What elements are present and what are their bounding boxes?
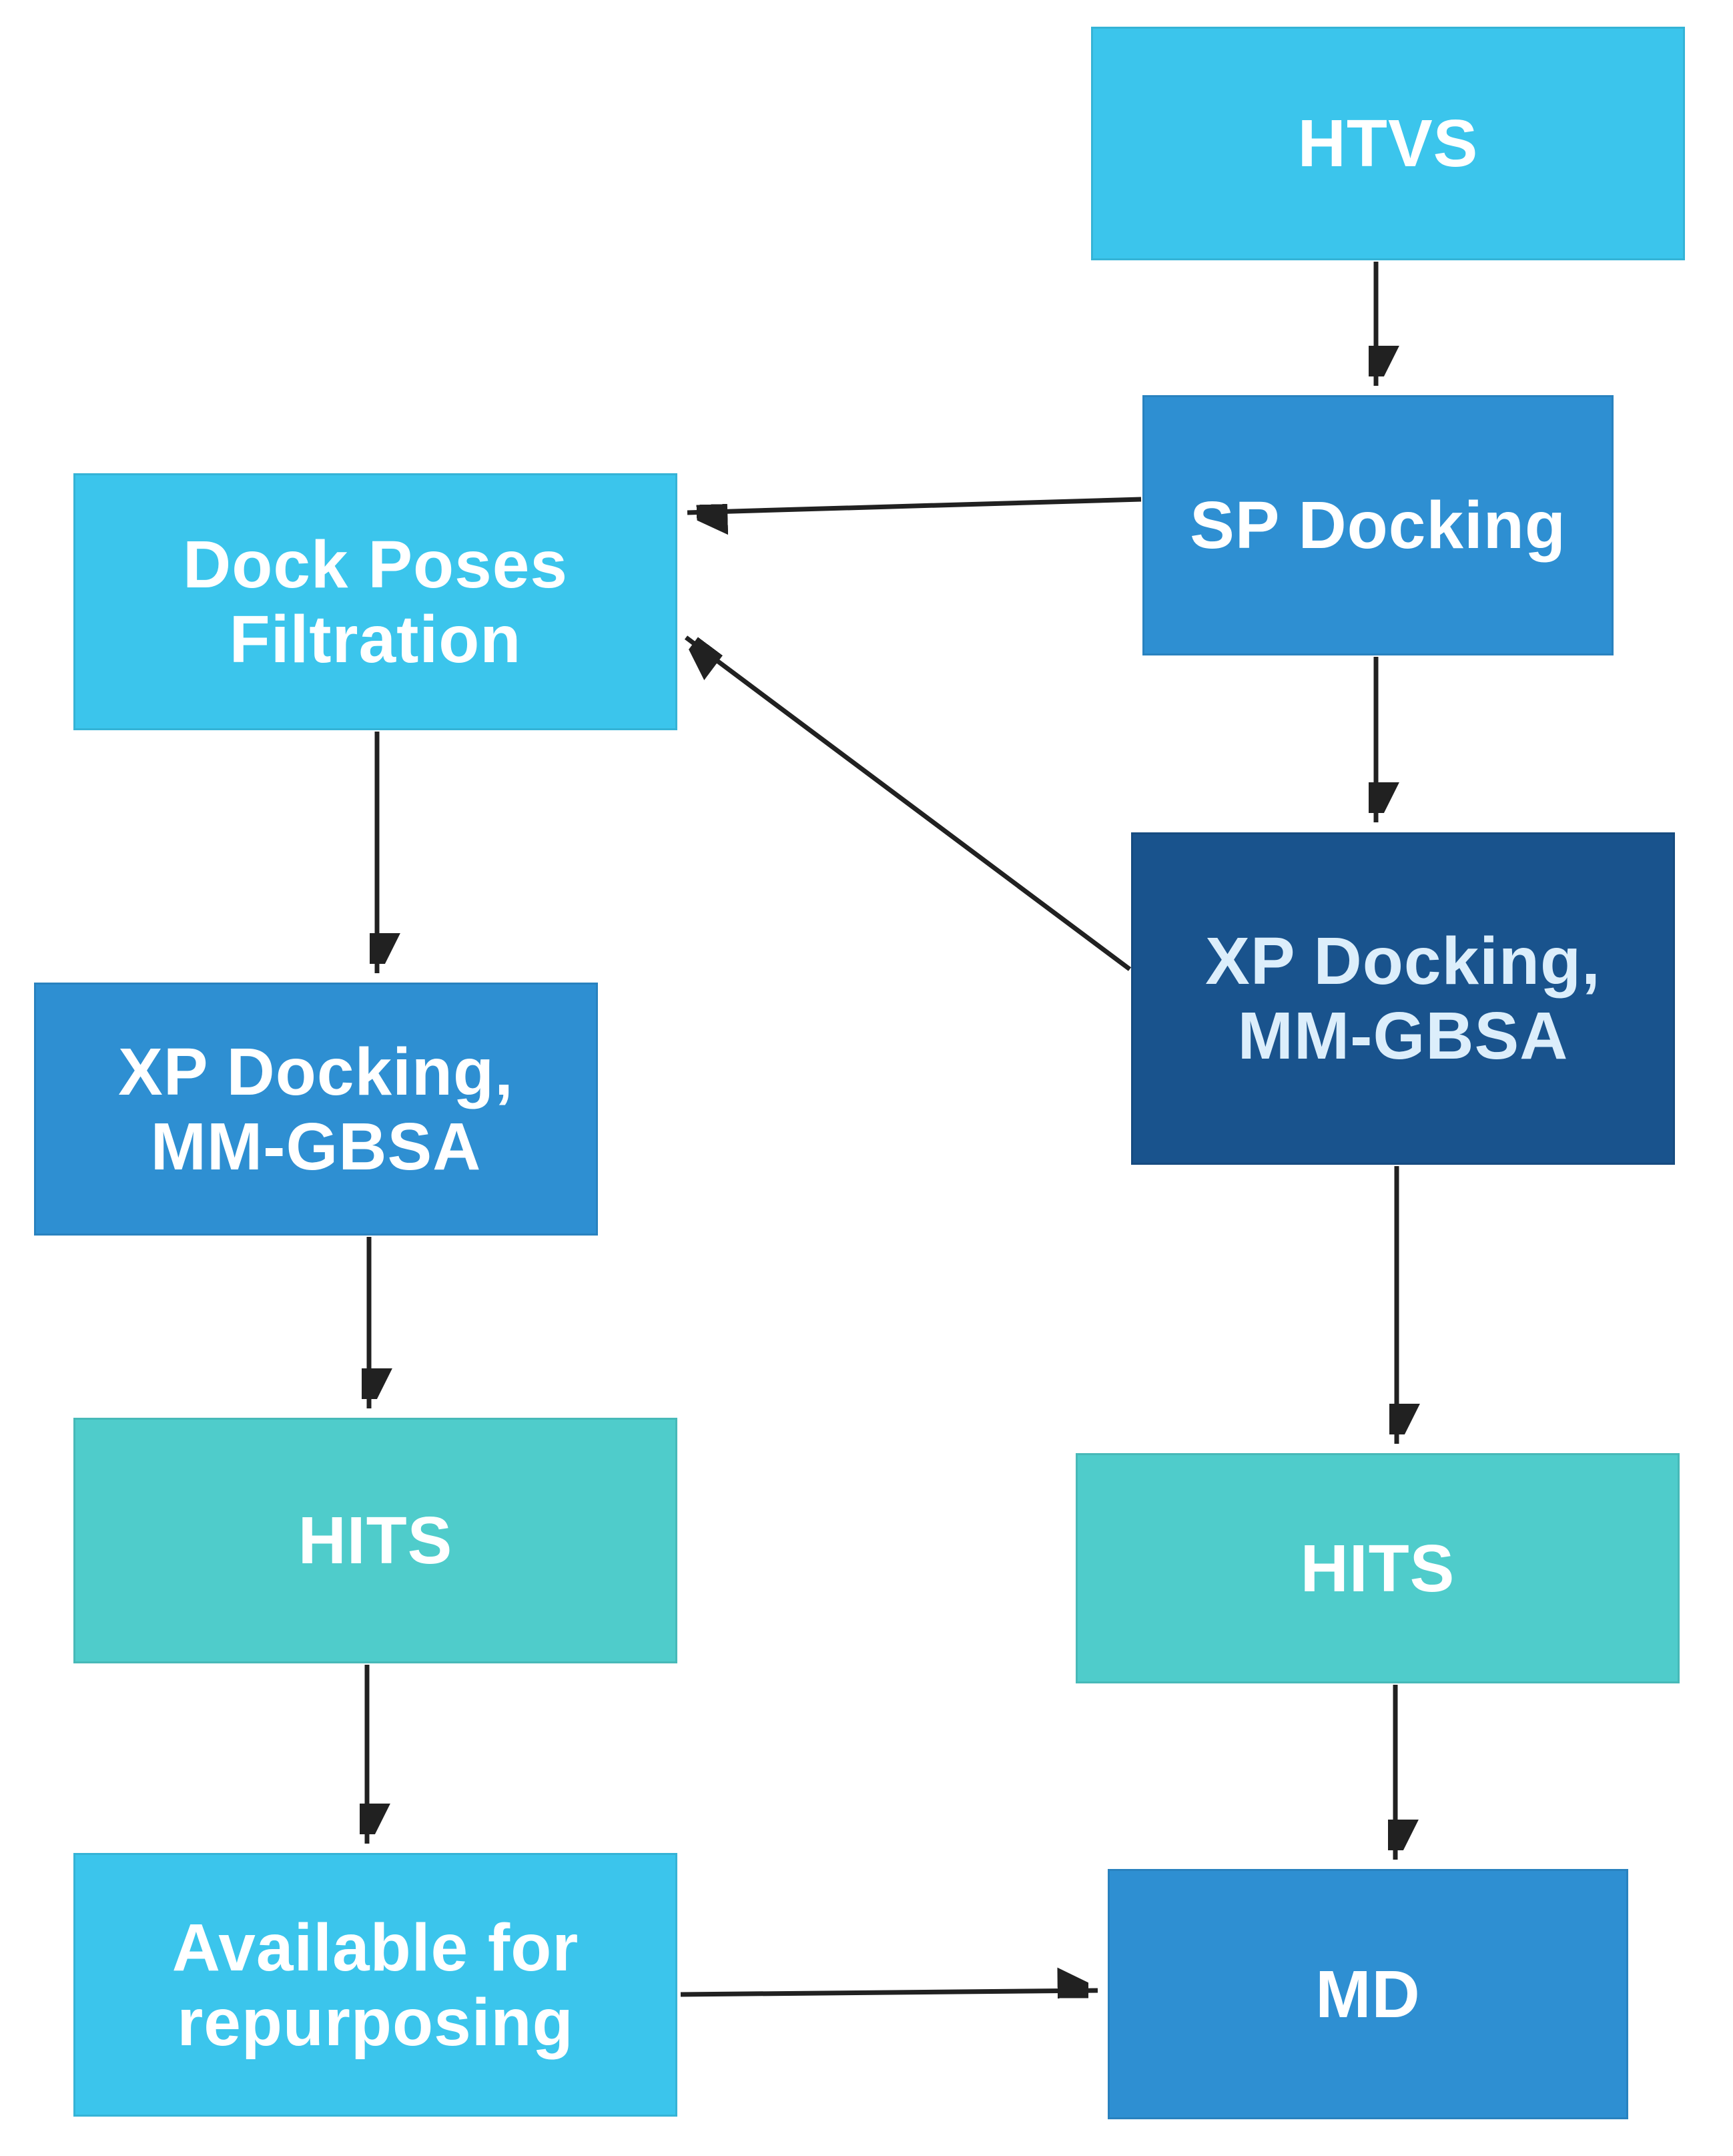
node-label-line: MD (1315, 1956, 1421, 2032)
node-label-line: Filtration (229, 601, 522, 677)
node-hits-left: HITS (73, 1418, 677, 1663)
node-label-line: SP Docking (1190, 488, 1566, 563)
node-label-line: MM-GBSA (1237, 999, 1569, 1073)
node-label-line: repurposing (177, 1984, 574, 2060)
node-label-line: MM-GBSA (150, 1109, 482, 1184)
edge-available-for-repurposing-to-md (680, 1990, 1098, 1994)
node-label-line: HITS (1300, 1531, 1455, 1606)
edge-sp-docking-to-dock-poses-filtration (687, 497, 1142, 513)
node-label-line: Available for (171, 1910, 579, 1985)
node-label-line: XP Docking, (1205, 924, 1601, 999)
node-label-line: Dock Poses (183, 527, 568, 602)
node-md: MD (1108, 1869, 1628, 2119)
node-hits-right: HITS (1076, 1453, 1680, 1683)
node-sp-docking: SP Docking (1142, 395, 1614, 655)
node-label-line: HITS (298, 1503, 453, 1578)
node-xp-docking-mmgbsa-left: XP Docking,MM-GBSA (34, 983, 598, 1236)
node-xp-docking-mmgbsa-right: XP Docking,MM-GBSA (1131, 832, 1675, 1165)
node-htvs: HTVS (1091, 27, 1685, 260)
node-label-line: HTVS (1297, 106, 1479, 181)
node-label-line: XP Docking, (118, 1034, 514, 1109)
edge-xp-docking-mmgbsa-right-to-dock-poses-filtration (686, 635, 1132, 971)
